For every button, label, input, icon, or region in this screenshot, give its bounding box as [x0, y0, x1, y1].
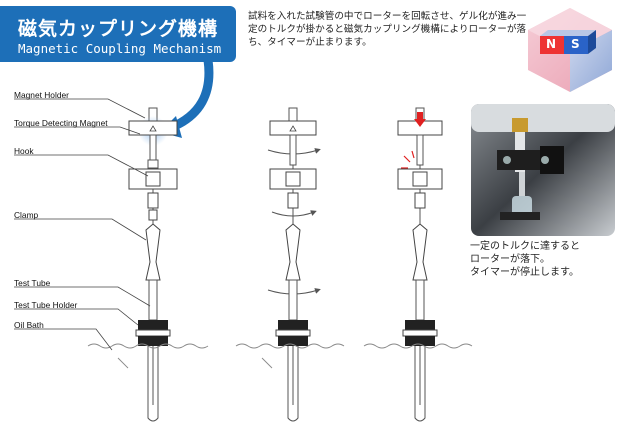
magnet-s-label: S: [571, 37, 580, 51]
unit-1-assembly: [128, 107, 178, 422]
unit-3-assembly: [397, 107, 443, 422]
label-magnet-holder: Magnet Holder: [14, 90, 69, 100]
photo-caption: 一定のトルクに達すると ローターが落下。 タイマーが停止します。: [470, 240, 620, 279]
title-japanese: 磁気カップリング機構: [18, 18, 219, 40]
leader-lines: [14, 98, 151, 351]
title-banner: 磁気カップリング機構 Magnetic Coupling Mechanism: [0, 6, 236, 62]
description-text: 試料を入れた試験管の中でローターを回転させ、ゲル化が進み一定のトルクが掛かると磁…: [248, 11, 527, 48]
label-hook: Hook: [14, 146, 34, 156]
label-oil-bath: Oil Bath: [14, 320, 44, 330]
magnet-n-label: N: [546, 37, 557, 51]
label-test-tube-holder: Test Tube Holder: [14, 300, 78, 310]
caption-line-1: 一定のトルクに達すると: [470, 241, 580, 252]
label-clamp: Clamp: [14, 210, 39, 220]
caption-line-2: ローターが落下。: [470, 254, 550, 265]
label-torque-magnet: Torque Detecting Magnet: [14, 118, 108, 128]
unit-2-assembly: [267, 107, 321, 422]
magnet-cube-icon: [528, 8, 612, 92]
oil-bath-waves: [87, 343, 473, 369]
apparatus-photo: [471, 104, 615, 236]
caption-line-3: タイマーが停止します。: [470, 267, 579, 278]
label-test-tube: Test Tube: [14, 278, 51, 288]
title-english: Magnetic Coupling Mechanism: [18, 41, 222, 56]
drop-arrow-icon: [414, 119, 426, 127]
